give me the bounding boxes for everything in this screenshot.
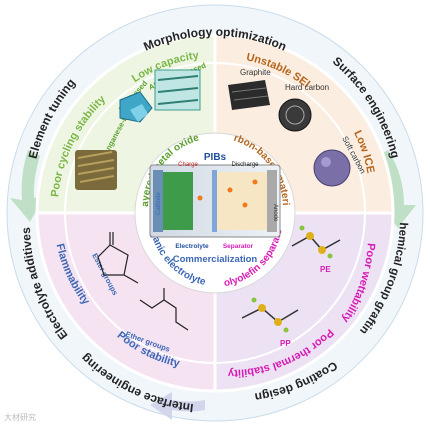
label-graphite: Graphite <box>240 68 271 77</box>
watermark: 大材研究 <box>4 413 36 422</box>
label-electrolyte: Electrolyte <box>175 243 209 250</box>
pp-molecule-icon <box>241 297 299 333</box>
label-pibs: PIBs <box>204 152 227 163</box>
label-hard-carbon: Hard carbon <box>285 83 329 92</box>
ether-molecule-icon <box>139 288 189 331</box>
label-commercialization: Commercialization <box>173 254 258 265</box>
graphite-image <box>228 80 270 110</box>
hard-carbon-image <box>278 98 312 132</box>
ester-molecule-icon <box>97 232 139 284</box>
label-discharge: Discharge <box>231 162 259 168</box>
pe-molecule-icon <box>291 225 341 259</box>
label-pe: PE <box>320 265 331 274</box>
battery-cell-image <box>149 164 281 238</box>
label-separator: Separator <box>223 243 254 250</box>
soft-carbon-image <box>313 149 351 187</box>
arrow-left-icon <box>10 150 44 222</box>
label-anode: Anode <box>272 204 278 222</box>
aluminum-oxide-image <box>154 69 201 111</box>
arrow-bottom-icon <box>150 392 205 420</box>
label-cathode: Cathode <box>156 192 162 215</box>
label-charge: Charge <box>178 162 198 168</box>
manganese-oxide-image <box>75 150 117 190</box>
iron-oxide-image <box>119 91 153 123</box>
label-pp: PP <box>280 339 291 348</box>
